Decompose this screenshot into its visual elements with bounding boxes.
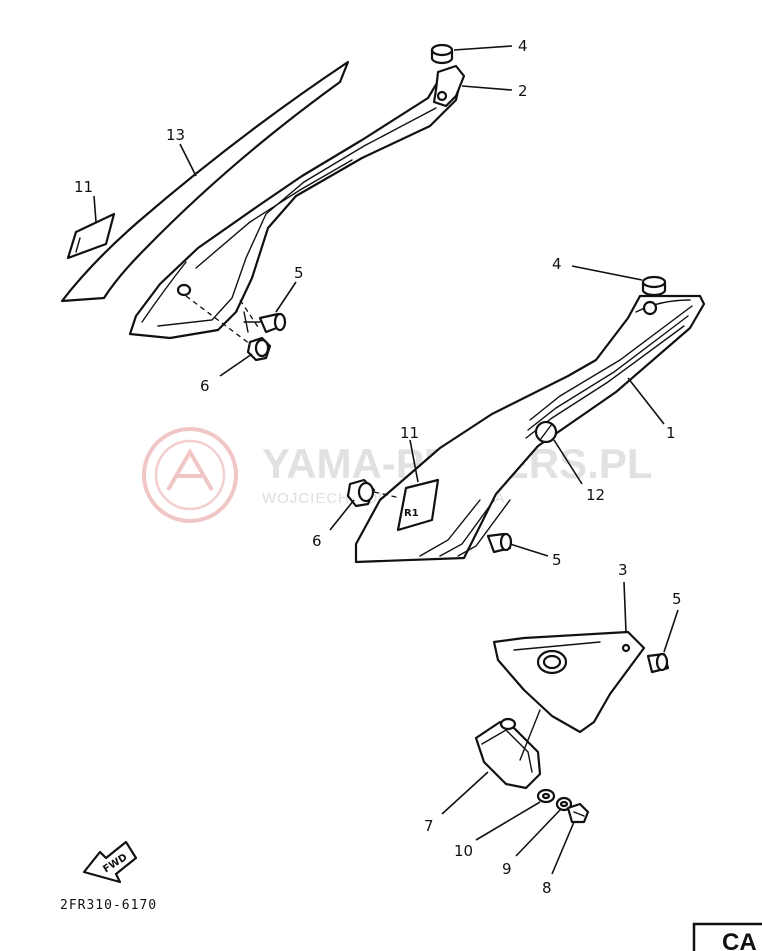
corner-tab-text: CA xyxy=(722,929,757,951)
part-label-12: 12 xyxy=(586,486,605,504)
bracket-plate-3 xyxy=(492,630,646,734)
diagram-code: 2FR310-6170 xyxy=(60,898,157,913)
clamp-7 xyxy=(474,709,542,790)
spring-washer-9 xyxy=(555,796,573,812)
part-label-9: 9 xyxy=(502,860,512,878)
collar-5-upper-left xyxy=(243,311,287,334)
emblem-text: R1 xyxy=(404,508,419,519)
part-number-labels: 4 2 13 11 5 6 4 1 11 12 6 5 3 5 7 10 9 8 xyxy=(74,37,682,897)
collar-5-right xyxy=(646,652,670,674)
grommet-6-right xyxy=(346,478,401,508)
decal-stripe-13 xyxy=(60,60,350,303)
grommet-4-upper xyxy=(430,43,454,65)
part-label-4-upper: 4 xyxy=(518,37,528,55)
emblem-decal-11-lower: R1 xyxy=(396,478,440,532)
bolt-8 xyxy=(566,802,590,824)
part-label-7: 7 xyxy=(424,817,434,835)
part-label-6-upper-left: 6 xyxy=(200,377,210,395)
emblem-decal-11-upper xyxy=(66,212,116,260)
forward-arrow-icon: FWD xyxy=(82,840,138,884)
part-label-6-right: 6 xyxy=(312,532,322,550)
corner-tab: CA xyxy=(692,922,762,951)
collar-5-mid xyxy=(486,532,513,554)
watermark-logo-icon xyxy=(142,427,238,523)
washer-10 xyxy=(536,788,556,804)
part-label-2: 2 xyxy=(518,82,528,100)
part-label-11-lower: 11 xyxy=(400,424,419,442)
part-label-13: 13 xyxy=(166,126,185,144)
part-label-5-mid: 5 xyxy=(552,551,562,569)
part-label-8: 8 xyxy=(542,879,552,897)
leader-lines xyxy=(93,45,679,875)
grommet-4-right xyxy=(641,275,667,316)
bracket-2 xyxy=(432,64,466,108)
part-label-11-upper: 11 xyxy=(74,178,93,196)
part-label-4-right: 4 xyxy=(552,255,562,273)
part-label-3: 3 xyxy=(618,561,628,579)
grommet-6-upper-left xyxy=(246,336,272,362)
part-label-5-right: 5 xyxy=(672,590,682,608)
part-label-5-upper-left: 5 xyxy=(294,264,304,282)
part-label-10: 10 xyxy=(454,842,473,860)
part-label-1: 1 xyxy=(666,424,676,442)
side-cover-left xyxy=(128,66,462,345)
badge-12 xyxy=(534,420,558,444)
